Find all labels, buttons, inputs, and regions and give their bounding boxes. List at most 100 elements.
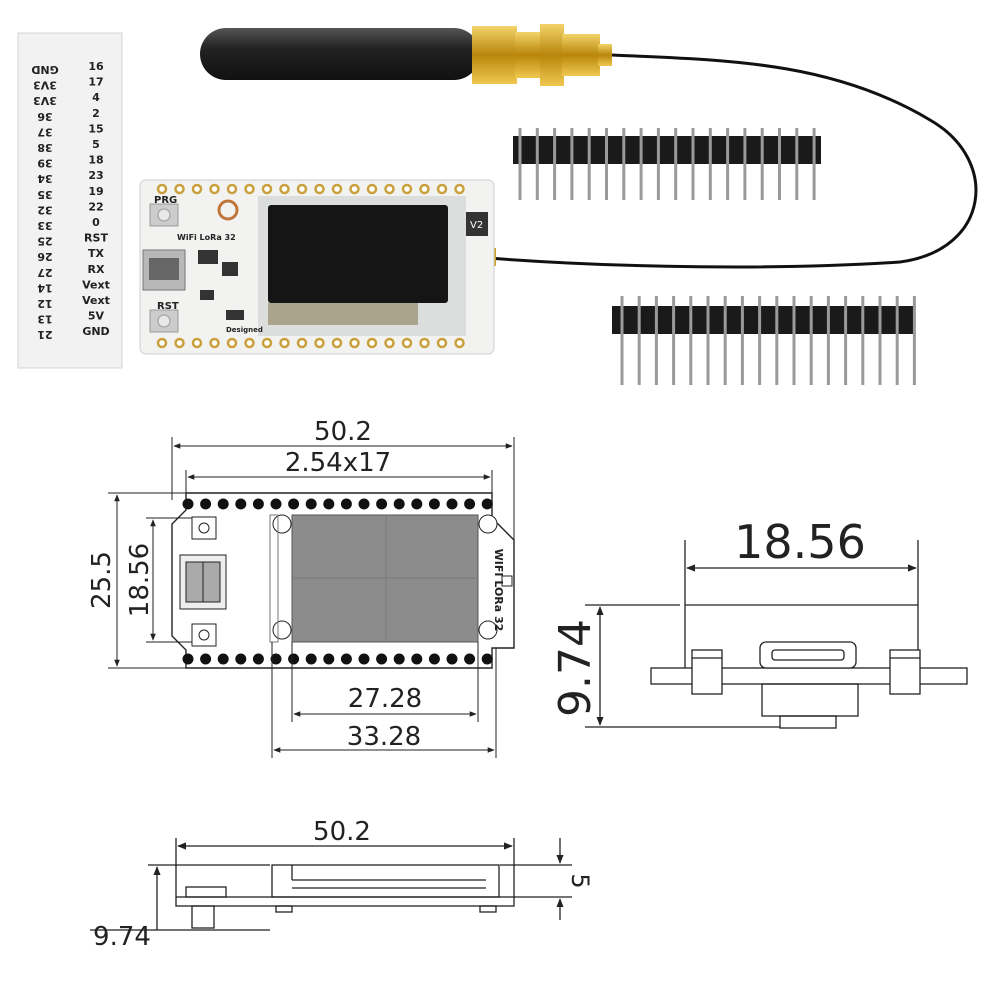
pin-label: 14 xyxy=(37,281,53,294)
pin-hole xyxy=(323,498,335,510)
pin-hole xyxy=(270,653,282,665)
pin-label: 33 xyxy=(37,219,52,232)
pin-label: Vext xyxy=(82,294,110,307)
pin-hole xyxy=(235,498,247,510)
pin-hole xyxy=(305,653,317,665)
pin-label: GND xyxy=(82,325,109,338)
dim-display-length: 27.28 xyxy=(348,684,422,714)
board-silkscreen: WiFi LoRa 32 xyxy=(177,233,236,242)
board-pad xyxy=(436,337,448,349)
board-pad xyxy=(279,337,290,349)
pin-label: 26 xyxy=(37,250,53,263)
pin-label: 3V3 xyxy=(33,94,57,107)
board-pad xyxy=(244,183,255,195)
pin-hole xyxy=(411,498,423,510)
pin-header-bottom xyxy=(612,296,916,385)
pin-hole xyxy=(464,498,476,510)
pin-label: 38 xyxy=(37,141,52,154)
drawing-board-label: WIFI LORa 32 xyxy=(492,549,505,632)
pin-label: 2 xyxy=(92,107,100,120)
pin-label-card: GND3V33V3363738393435323325262714121321 … xyxy=(17,32,123,369)
dim-display-thickness: 5 xyxy=(566,873,594,888)
pin-header-top xyxy=(513,128,821,200)
pin-label: 4 xyxy=(92,91,100,104)
board-pad xyxy=(331,337,343,349)
pin-hole xyxy=(288,653,300,665)
board-pad xyxy=(156,337,168,349)
pin-label: 37 xyxy=(37,125,52,138)
pin-hole xyxy=(446,653,458,665)
pin-hole xyxy=(323,653,335,665)
dim-profile-length: 50.2 xyxy=(313,817,371,847)
pin-label: 5V xyxy=(88,310,105,323)
board-pad xyxy=(384,183,395,195)
board-pad xyxy=(401,183,413,195)
pin-label: 5 xyxy=(92,138,100,151)
pin-hole xyxy=(217,653,229,665)
pin-label: 32 xyxy=(37,203,52,216)
pin-hole xyxy=(252,498,264,510)
board-pad xyxy=(174,337,185,349)
pin-label: 0 xyxy=(92,216,100,229)
board-pad xyxy=(314,183,325,195)
board-pad xyxy=(366,337,378,349)
pin-label: 34 xyxy=(37,172,53,185)
oled-display xyxy=(268,205,448,303)
board-pad xyxy=(349,337,360,349)
board-pad xyxy=(349,183,360,195)
pin-hole xyxy=(446,498,458,510)
pin-hole xyxy=(358,653,370,665)
prg-label: PRG xyxy=(154,195,177,206)
version-label: V2 xyxy=(470,220,483,231)
board-pad xyxy=(419,183,430,195)
pin-hole xyxy=(464,653,476,665)
pin-hole xyxy=(200,498,212,510)
pin-hole xyxy=(182,498,194,510)
board-pad xyxy=(401,337,413,349)
designer-label: Designed xyxy=(226,326,263,334)
drawing-top-view: WIFI LORa 32 xyxy=(108,437,515,758)
pin-label: 21 xyxy=(37,328,52,341)
pin-label: 35 xyxy=(37,188,52,201)
board-pad xyxy=(296,337,308,349)
pin-hole xyxy=(481,498,493,510)
dim-inner-width: 18.56 xyxy=(125,543,155,617)
drawing-side-view xyxy=(585,540,968,729)
board-pad xyxy=(174,183,185,195)
board-pad xyxy=(226,183,238,195)
board-pad xyxy=(384,337,395,349)
board-pad xyxy=(244,337,255,349)
pin-hole xyxy=(200,653,212,665)
board-pad xyxy=(296,183,308,195)
pin-label: GND xyxy=(31,63,58,76)
pin-hole xyxy=(358,498,370,510)
pin-label: 25 xyxy=(37,235,52,248)
pin-label: 36 xyxy=(37,110,53,123)
board-pad xyxy=(314,337,325,349)
dim-overall-width: 25.5 xyxy=(87,551,117,609)
pin-hole xyxy=(411,653,423,665)
board-pad xyxy=(279,183,290,195)
board-pad xyxy=(261,337,273,349)
board-pad xyxy=(156,183,168,195)
pin-hole xyxy=(428,498,440,510)
pin-hole xyxy=(376,653,388,665)
pin-hole xyxy=(252,653,264,665)
pin-label: 39 xyxy=(37,157,52,170)
dim-usb-width: 18.56 xyxy=(734,515,866,569)
pin-label: 12 xyxy=(37,297,52,310)
board-pad xyxy=(261,183,273,195)
dim-overall-length: 50.2 xyxy=(314,417,372,447)
pin-label: 13 xyxy=(37,313,52,326)
pin-label: 27 xyxy=(37,266,52,279)
dim-total-height: 9.74 xyxy=(93,922,151,952)
pin-label: 16 xyxy=(88,60,104,73)
rst-label: RST xyxy=(157,301,179,312)
pin-label: 17 xyxy=(88,76,103,89)
pin-hole xyxy=(270,498,282,510)
pin-hole xyxy=(428,653,440,665)
board-pad xyxy=(226,337,238,349)
pin-label: RX xyxy=(88,263,105,276)
